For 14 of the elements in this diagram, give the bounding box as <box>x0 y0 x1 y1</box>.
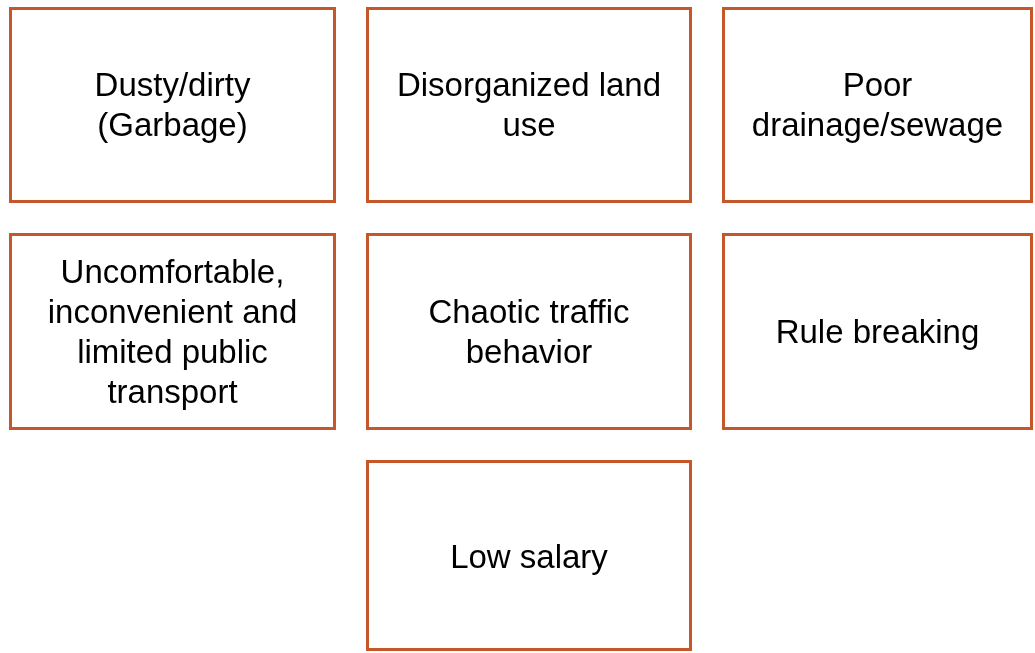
box-label: Chaotic traffic behavior <box>427 291 631 372</box>
text-box <box>722 7 1033 203</box>
box-label: Uncomfortable, inconvenient and limited public transport <box>46 251 299 412</box>
text-box <box>722 233 1033 430</box>
text-box <box>366 7 692 203</box>
text-box <box>9 233 336 430</box>
text-box <box>9 7 336 203</box>
box-label: Rule breaking <box>774 311 981 352</box>
text-box <box>366 460 692 651</box>
text-box <box>366 233 692 430</box>
box-label: Disorganized land use <box>395 65 663 145</box>
box-label: Poor drainage/sewage <box>750 65 1005 145</box>
box-label: Low salary <box>449 537 609 577</box>
box-label: Dusty/dirty (Garbage) <box>93 65 252 145</box>
